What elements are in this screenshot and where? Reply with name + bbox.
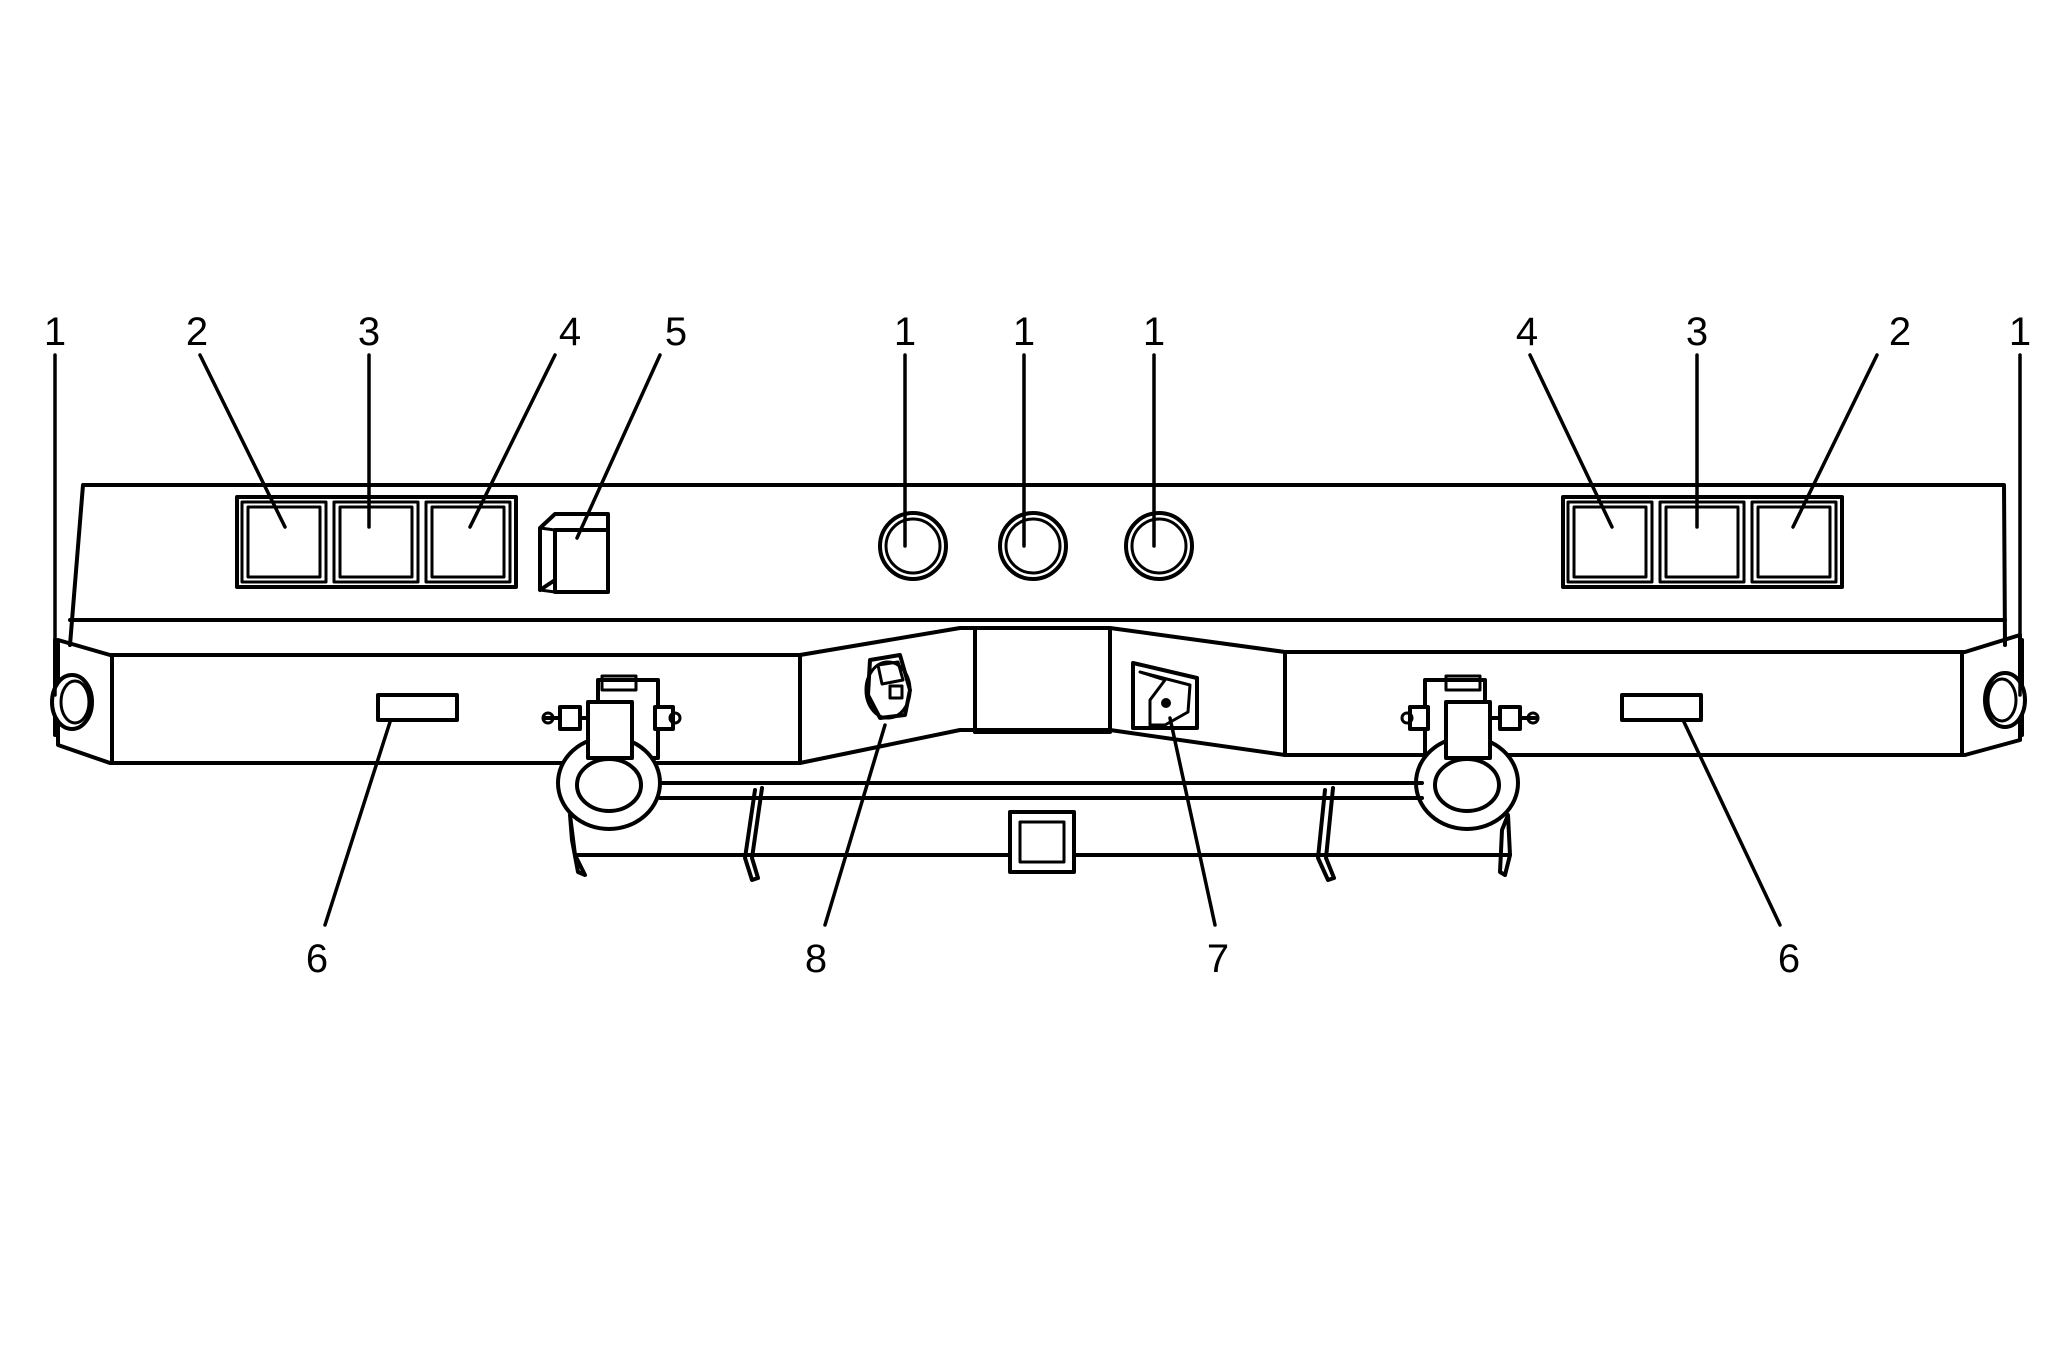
center-identification-lamps xyxy=(878,511,1194,581)
callout-1-left-corner: 1 xyxy=(44,310,66,354)
bumper-upper-plate xyxy=(68,483,2007,647)
callout-6-left: 6 xyxy=(306,937,328,981)
right-reflector xyxy=(1620,693,1703,722)
callout-3-right: 3 xyxy=(1686,310,1708,354)
callout-2-right: 2 xyxy=(1889,310,1911,354)
callout-6-right: 6 xyxy=(1778,937,1800,981)
callout-5: 5 xyxy=(665,310,687,354)
left-corner-marker-lamp xyxy=(50,638,94,737)
callout-1-center: 1 xyxy=(1013,310,1035,354)
callout-4-left: 4 xyxy=(559,310,581,354)
callout-1-center-right: 1 xyxy=(1143,310,1165,354)
right-tow-shackle xyxy=(1400,674,1540,831)
callout-1-center-left: 1 xyxy=(894,310,916,354)
beam-center-notch xyxy=(973,628,1112,734)
callout-3-left: 3 xyxy=(358,310,380,354)
left-lamp-cluster xyxy=(235,495,518,589)
callout-4-right: 4 xyxy=(1516,310,1538,354)
callout-8: 8 xyxy=(805,937,827,981)
callout-2-left: 2 xyxy=(186,310,208,354)
trailer-hitch-receiver xyxy=(568,781,1512,882)
callout-1-right-corner: 1 xyxy=(2009,310,2031,354)
leader-lines xyxy=(53,353,2022,927)
trailer-wiring-connector xyxy=(864,653,912,720)
callout-labels: 1 2 3 4 5 1 1 1 4 3 2 1 6 8 7 6 xyxy=(44,310,2031,981)
bumper-lower-beam xyxy=(56,626,2022,765)
left-reflector xyxy=(376,693,459,722)
right-lamp-cluster xyxy=(1561,495,1844,589)
right-corner-marker-lamp xyxy=(1983,638,2027,737)
left-tow-shackle xyxy=(541,674,682,831)
license-plate-bracket xyxy=(1131,661,1199,730)
trailer-connector-box xyxy=(538,512,610,594)
callout-7: 7 xyxy=(1207,937,1229,981)
